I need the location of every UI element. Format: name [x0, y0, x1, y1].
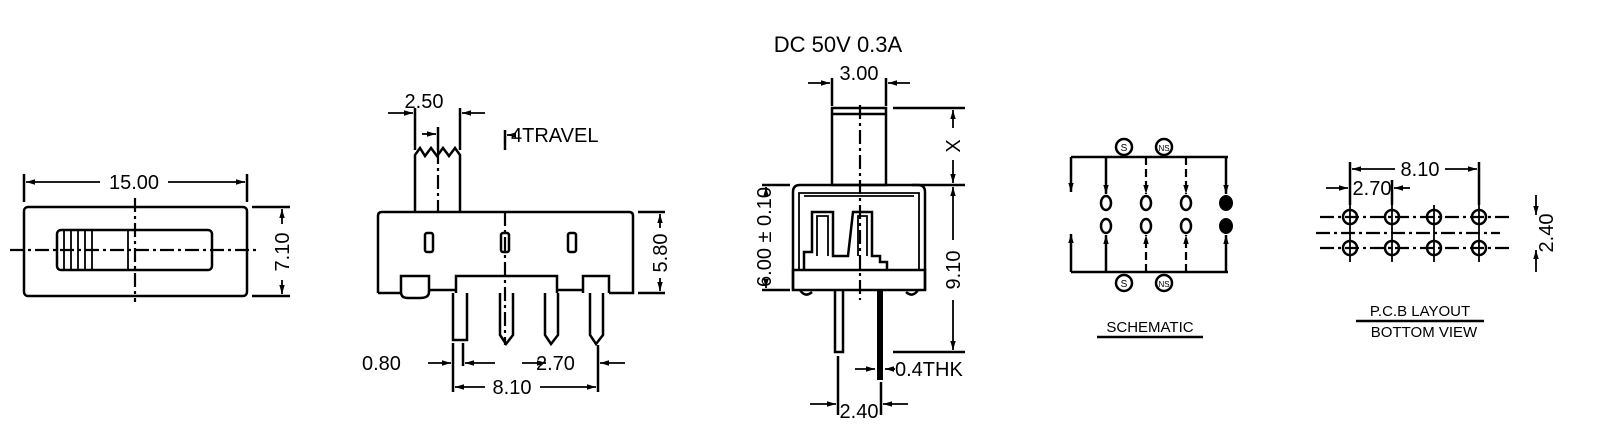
pin-span-label: 8.10	[493, 377, 532, 399]
dimension-span: 8.10	[1348, 159, 1481, 205]
travel-label: 4TRAVEL	[511, 125, 598, 147]
pcb-title-line2: BOTTOM VIEW	[1371, 324, 1478, 341]
front-view: DC 50V 0.3A 3.00 X 9.10	[754, 32, 965, 423]
pcb-holes	[1341, 205, 1488, 262]
body-height-label: 6.00 ± 0.10	[754, 187, 776, 287]
dimension-pin-thickness: 0.4THK	[855, 359, 963, 381]
dimension-actuator-width: 3.00	[808, 63, 910, 106]
height-dim-label: 7.10	[272, 233, 294, 272]
contacts	[1099, 194, 1233, 235]
svg-text:NS: NS	[1158, 280, 1169, 289]
dimension-row-spacing: 2.40	[1533, 195, 1558, 272]
pin-pitch-label: 2.70	[536, 353, 575, 375]
schematic-title: SCHEMATIC	[1106, 319, 1193, 336]
pcb-layout: 8.10 2.70 2.40 P.C.B LAYOUT BOTTOM VIEW	[1316, 159, 1558, 341]
pcb-title-line1: P.C.B LAYOUT	[1370, 303, 1470, 320]
pitch-dim-label: 2.70	[1353, 178, 1392, 200]
housing	[791, 183, 927, 290]
svg-text:NS: NS	[1158, 144, 1169, 153]
dimension-height: 7.10	[252, 205, 294, 298]
actuator-dim-label: 2.50	[405, 91, 444, 113]
pins	[451, 293, 605, 347]
marker-s-bottom: S	[1114, 273, 1134, 293]
total-height-label: 9.10	[943, 251, 965, 290]
row-spacing-label: 2.40	[1536, 214, 1558, 253]
marker-ns-bottom: NS	[1154, 273, 1174, 293]
top-view: 15.00 7.10	[10, 172, 294, 302]
pin-thickness-label: 0.4THK	[895, 359, 963, 381]
dimension-pins: 0.80 2.70 8.10	[362, 343, 625, 399]
dimension-x-and-total: X 9.10	[893, 106, 965, 354]
height-dim-label: 5.80	[650, 234, 672, 273]
dimension-pitch: 2.70	[1326, 178, 1410, 205]
housing	[376, 210, 635, 295]
dimension-height: 5.80	[638, 210, 672, 295]
schematic: S NS S NS SCHEMATIC	[1068, 137, 1233, 339]
rating-label: DC 50V 0.3A	[774, 32, 903, 57]
dimension-actuator: 2.50	[388, 91, 485, 150]
x-dim-label: X	[943, 139, 965, 152]
marker-ns-top: NS	[1154, 137, 1174, 157]
span-dim-label: 8.10	[1401, 159, 1440, 181]
pin-width-label: 0.80	[362, 353, 401, 375]
side-view: 2.50 4TRAVEL 5.80 0.80 2.70 8.10	[362, 91, 672, 399]
pin-left	[833, 290, 845, 354]
dimension-pin-spacing: 2.40	[810, 356, 908, 423]
actuator-width-label: 3.00	[840, 63, 879, 85]
svg-text:S: S	[1121, 279, 1128, 290]
travel-note: 4TRAVEL	[503, 125, 598, 150]
dimension-width: 15.00	[22, 172, 249, 202]
marker-s-top: S	[1114, 137, 1134, 157]
width-dim-label: 15.00	[109, 172, 159, 194]
pin-spacing-label: 2.40	[840, 401, 879, 423]
pin-right	[877, 290, 883, 380]
svg-text:S: S	[1121, 143, 1128, 154]
dimension-body-height: 6.00 ± 0.10	[754, 183, 790, 292]
